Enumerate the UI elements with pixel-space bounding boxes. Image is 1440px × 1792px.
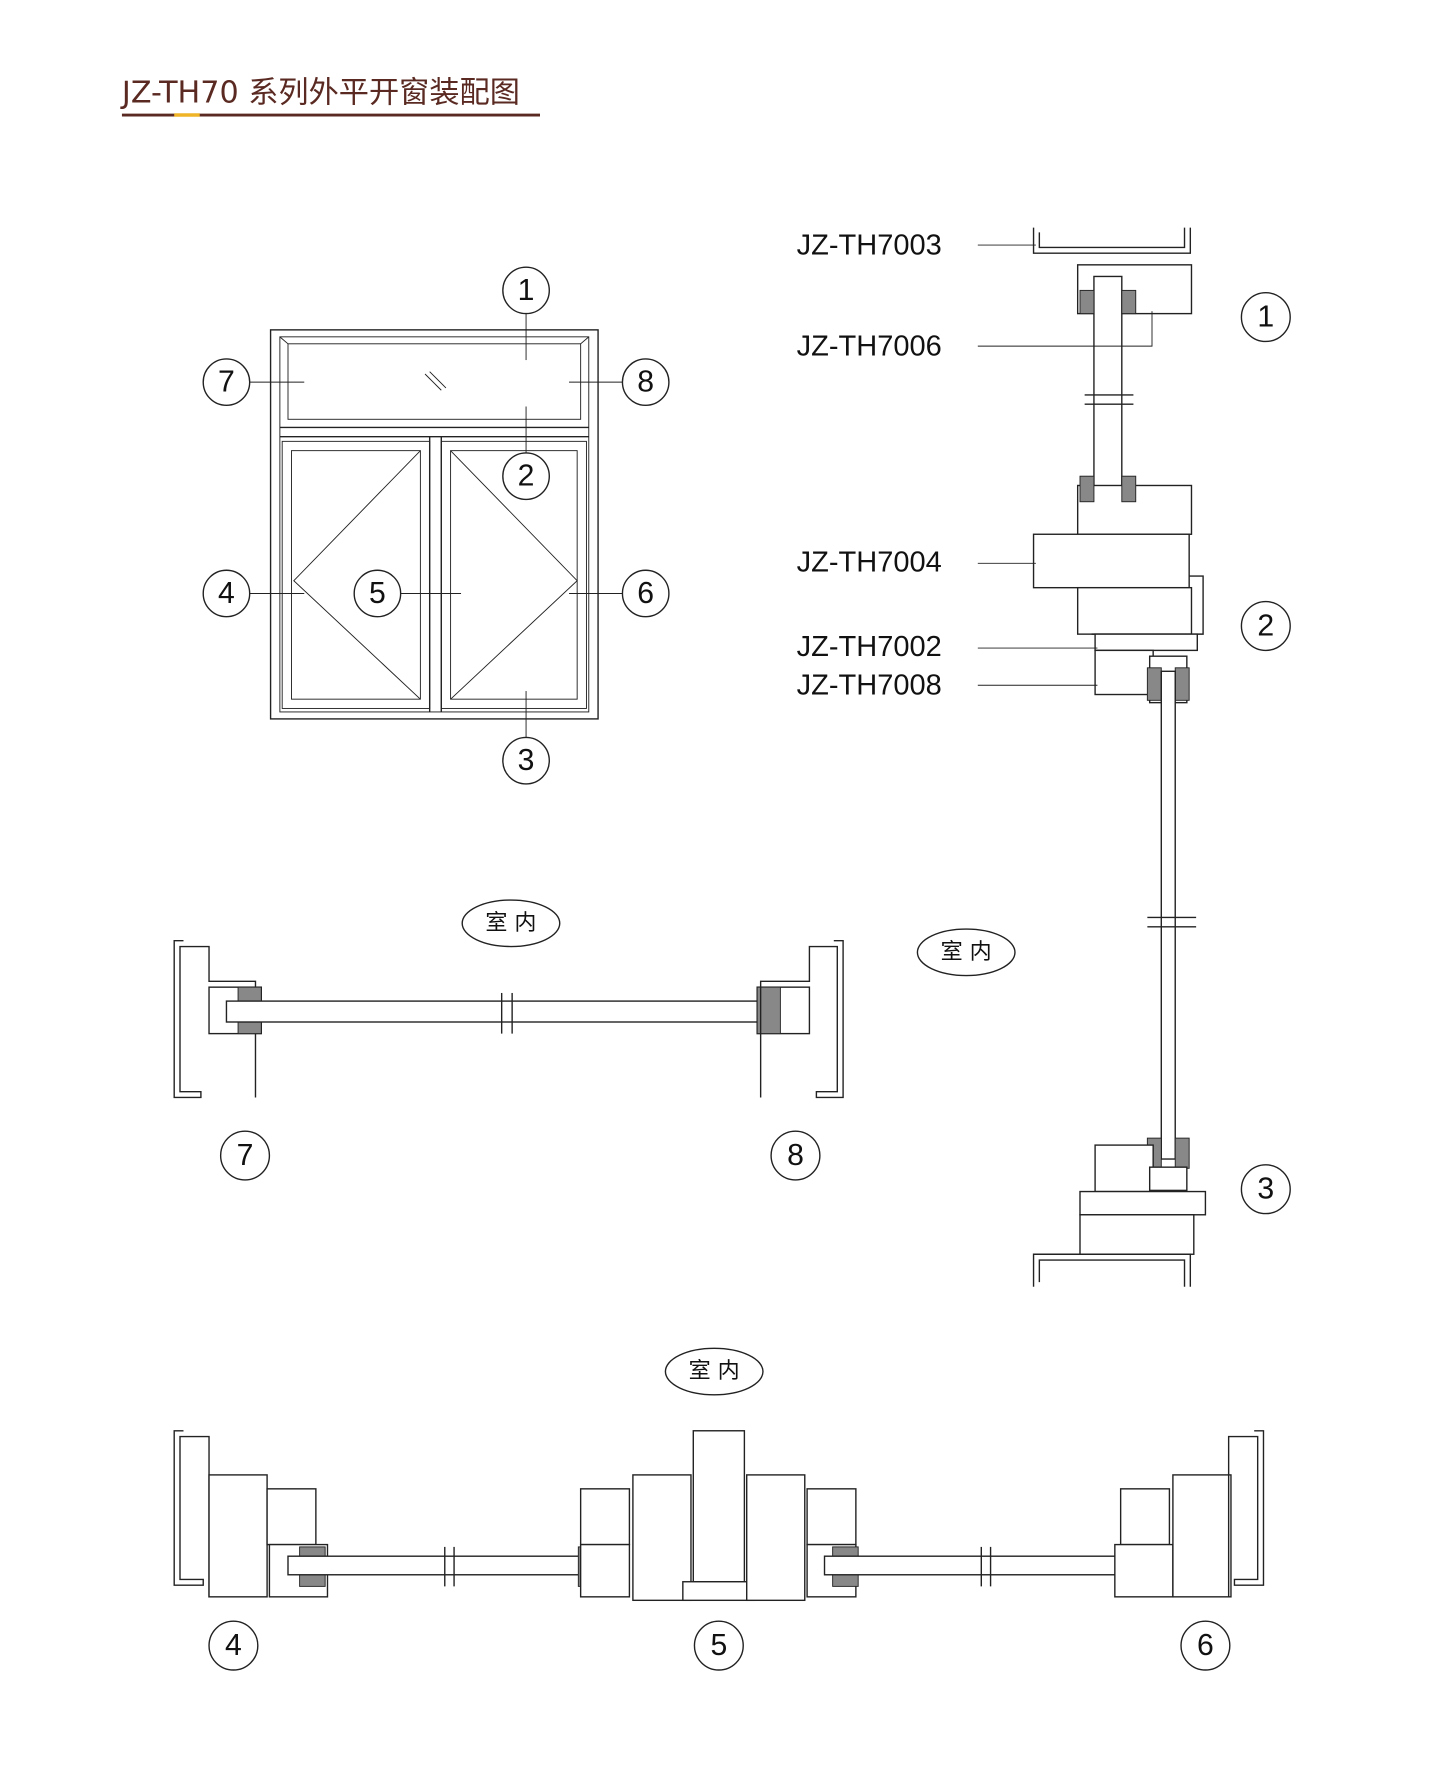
vertical-section <box>1032 227 1207 1287</box>
callout-1: 1 <box>518 274 535 307</box>
section-callout-5: 5 <box>710 1629 727 1662</box>
window-elevation <box>269 329 599 720</box>
section-callout-8: 8 <box>787 1139 804 1172</box>
page-title: JZ-TH70 系列外平开窗装配图 <box>120 75 520 110</box>
section-callout-2: 2 <box>1257 610 1274 643</box>
profile-label-th7008: JZ-TH7008 <box>797 670 942 702</box>
profile-label-th7003: JZ-TH7003 <box>797 229 942 261</box>
callout-3: 3 <box>518 744 535 777</box>
elevation-callouts: 1 2 3 4 5 6 7 8 <box>202 266 670 785</box>
callout-4: 4 <box>218 577 235 610</box>
section-callout-4: 4 <box>225 1629 242 1662</box>
callout-5: 5 <box>369 577 386 610</box>
callout-6: 6 <box>637 577 654 610</box>
callout-2: 2 <box>518 460 535 493</box>
room-label-vertical: 室内 <box>941 940 999 965</box>
room-label-transom: 室内 <box>485 911 543 936</box>
profile-label-th7006: JZ-TH7006 <box>797 330 942 362</box>
section-callout-6: 6 <box>1197 1629 1214 1662</box>
room-label-casement: 室内 <box>689 1359 747 1384</box>
profile-label-th7004: JZ-TH7004 <box>797 546 942 578</box>
profile-labels: JZ-TH7003 JZ-TH7006 JZ-TH7004 JZ-TH7002 … <box>797 229 1291 1215</box>
section-callout-1: 1 <box>1257 301 1274 334</box>
section-callout-7: 7 <box>237 1139 254 1172</box>
casement-section: 室内 4 5 6 <box>173 1347 1265 1671</box>
callout-7: 7 <box>218 366 235 399</box>
section-callout-3: 3 <box>1257 1173 1274 1206</box>
transom-section: 室内 7 8 <box>173 899 844 1181</box>
callout-8: 8 <box>637 366 654 399</box>
profile-label-th7002: JZ-TH7002 <box>797 631 942 663</box>
title-block: JZ-TH70 系列外平开窗装配图 <box>120 75 540 117</box>
